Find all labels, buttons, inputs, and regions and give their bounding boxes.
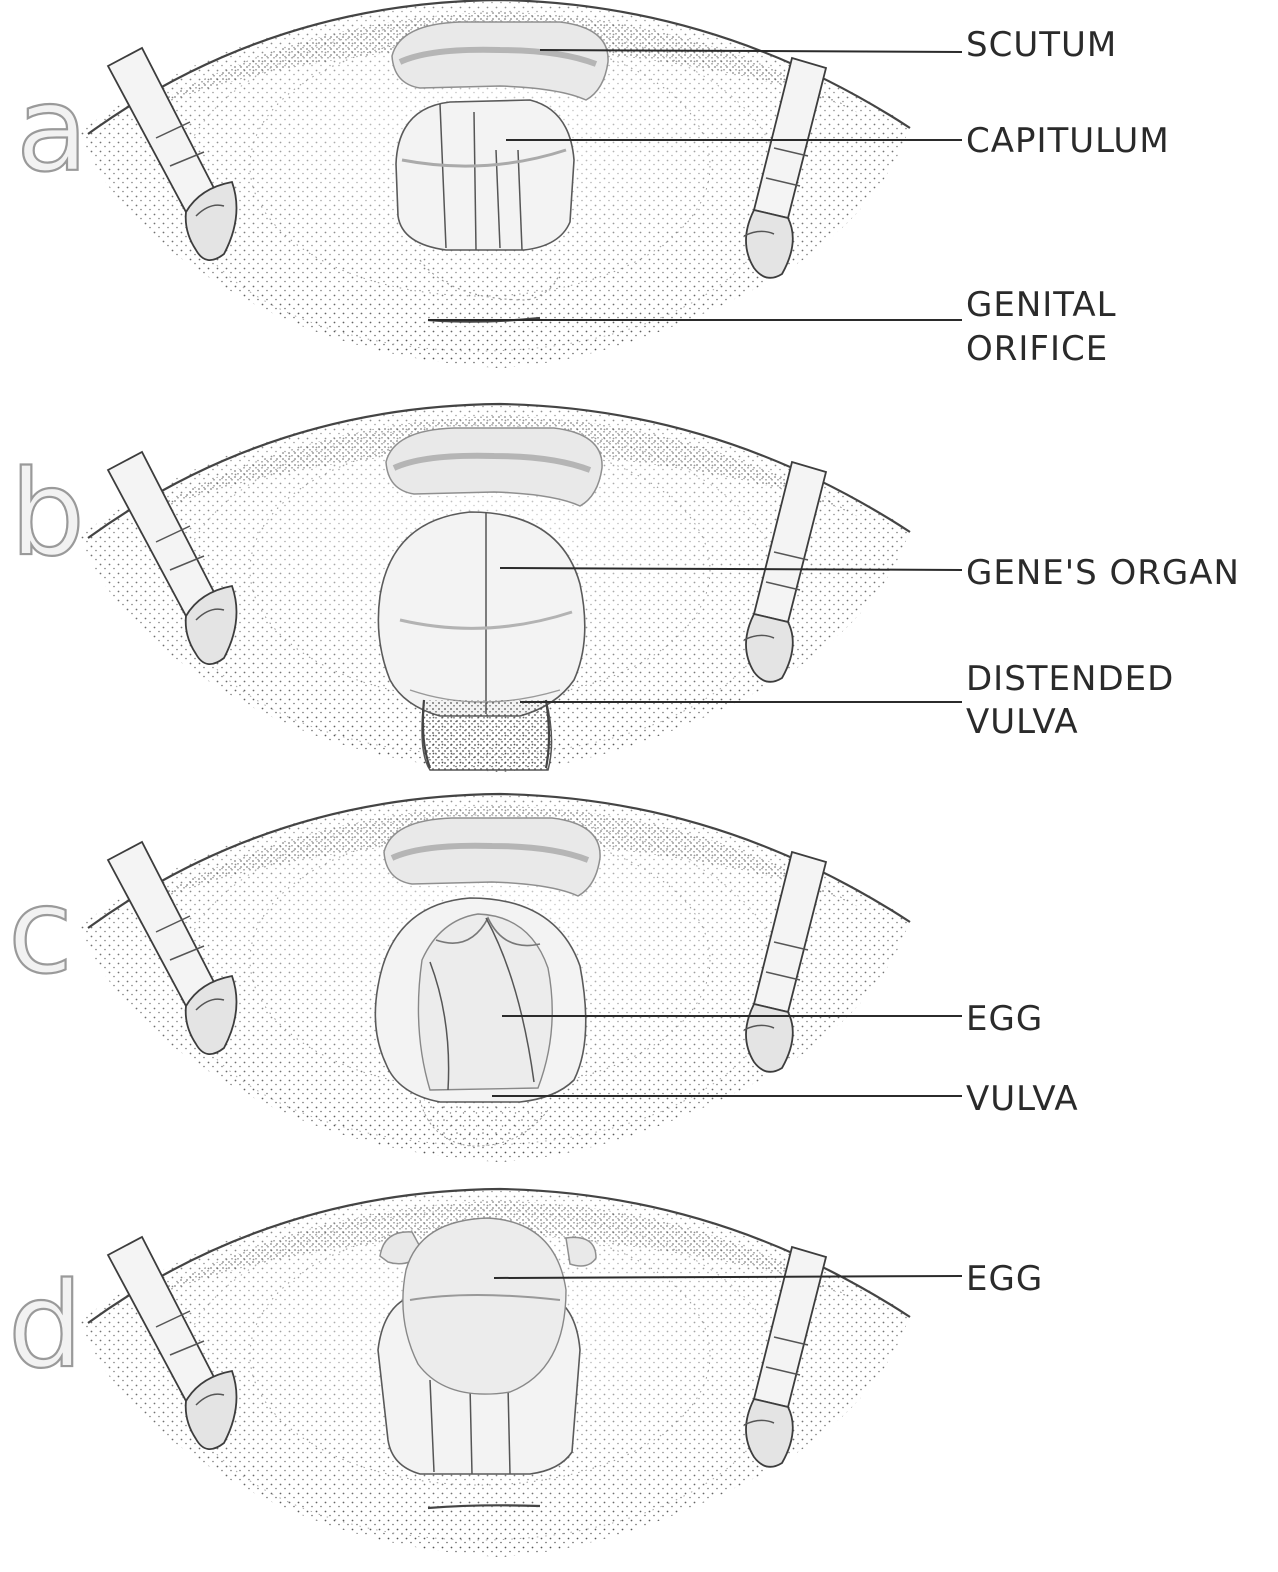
label-egg-c: EGG (966, 999, 1043, 1039)
label-genes-organ: GENE'S ORGAN (966, 553, 1240, 593)
label-capitulum: CAPITULUM (966, 121, 1170, 161)
label-vulva: VULVA (966, 1079, 1079, 1119)
panel-letter-b: b (10, 444, 85, 582)
panel-letter-c: c (8, 862, 73, 1000)
panel-c (80, 794, 910, 1162)
panel-letter-a: a (16, 60, 88, 198)
panel-b (80, 404, 910, 772)
panel-d (80, 1189, 910, 1557)
label-scutum: SCUTUM (966, 25, 1117, 65)
label-distended-vulva-line2: VULVA (966, 702, 1079, 742)
callout-labels: SCUTUM CAPITULUM GENITAL ORIFICE GENE'S … (966, 25, 1240, 1299)
label-distended-vulva-line1: DISTENDED (966, 659, 1174, 699)
label-genital-orifice-line2: ORIFICE (966, 329, 1108, 369)
panel-a (80, 0, 910, 368)
label-egg-d: EGG (966, 1259, 1043, 1299)
panel-letter-d: d (8, 1256, 83, 1394)
label-genital-orifice-line1: GENITAL (966, 285, 1117, 325)
